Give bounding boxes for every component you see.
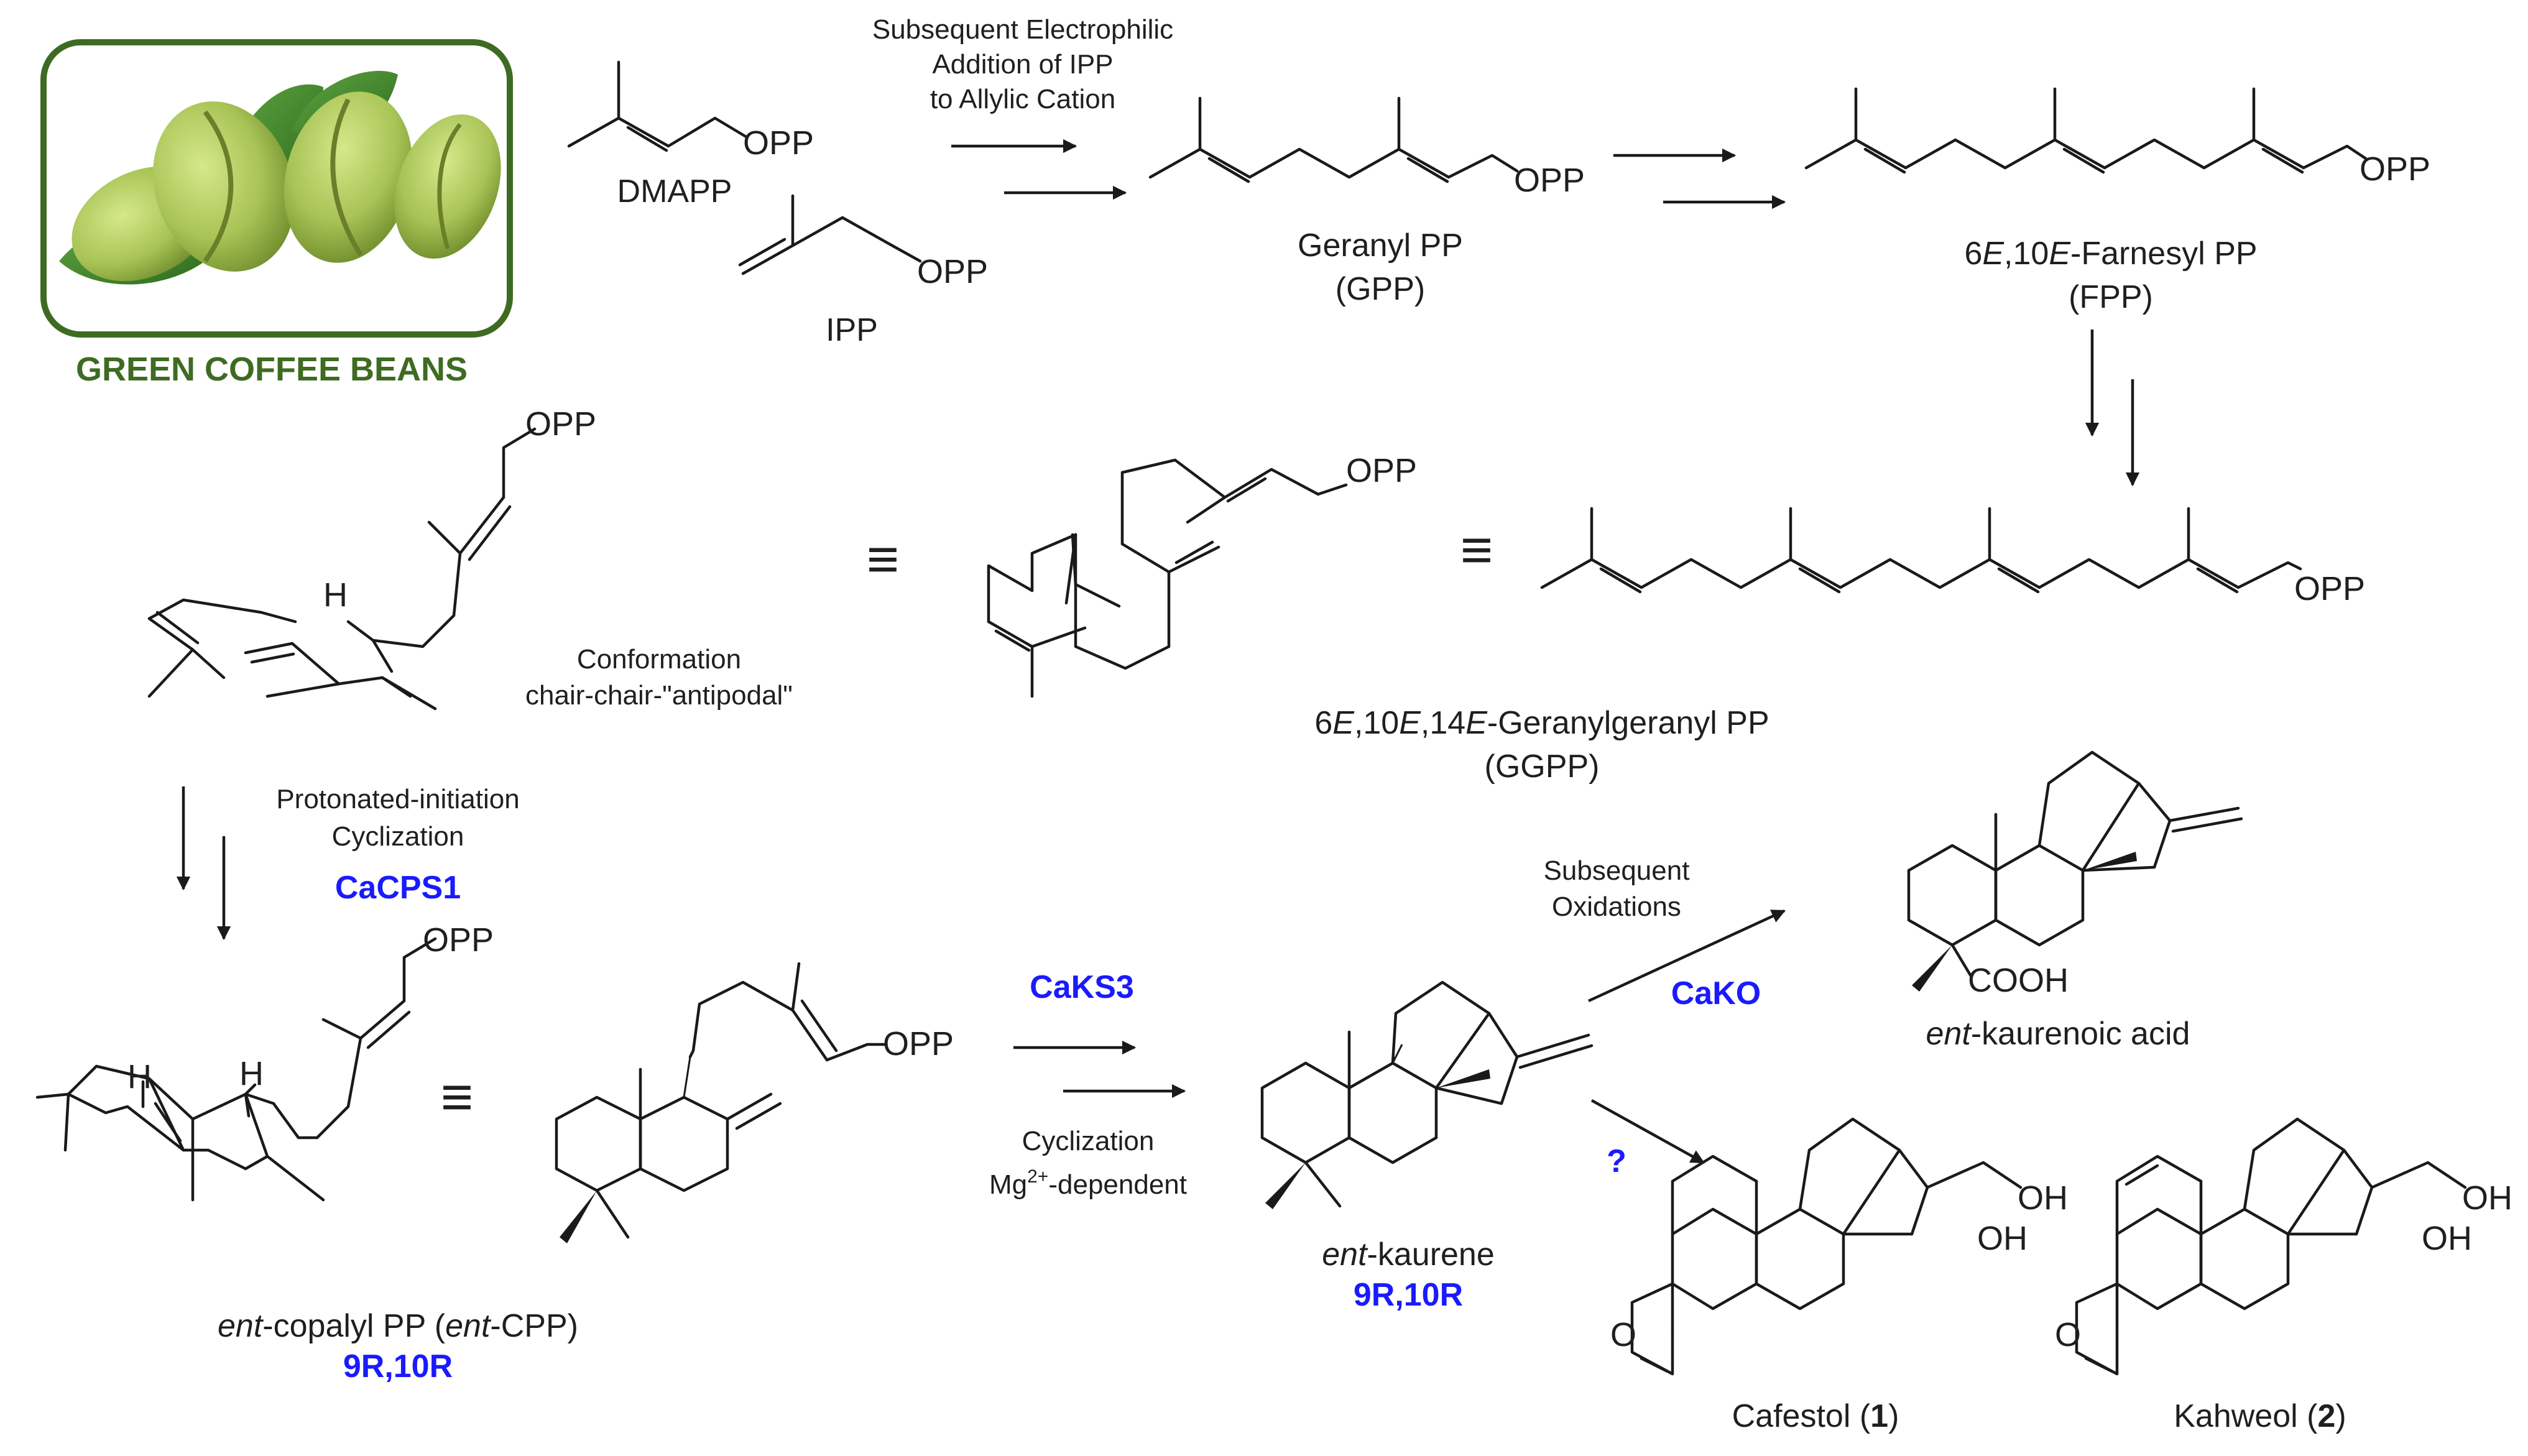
gpp-line2: (GPP) bbox=[1336, 271, 1425, 307]
acid-name: ent-kaurenoic acid bbox=[1926, 1016, 2190, 1052]
cyclization1-line1: Protonated-initiation bbox=[276, 784, 519, 814]
arrow-unknown bbox=[1590, 1099, 1705, 1164]
enzyme-cako: CaKO bbox=[1671, 975, 1761, 1011]
gpp-opp: OPP bbox=[1514, 162, 1585, 199]
cpp-h2: H bbox=[239, 1055, 264, 1092]
cpp-chair-structure bbox=[35, 937, 437, 1202]
cpp-flat-structure bbox=[555, 962, 888, 1243]
ipp-structure bbox=[738, 194, 922, 275]
fpp-structure bbox=[1804, 87, 2368, 174]
cpp-chair-opp: OPP bbox=[423, 921, 494, 959]
kahweol-structure bbox=[2075, 1117, 2467, 1376]
cpp-flat-opp: OPP bbox=[883, 1025, 954, 1062]
ggpp-opp: OPP bbox=[2294, 570, 2365, 607]
kahweol-oh1: OH bbox=[2462, 1179, 2512, 1217]
cafestol-oh2: OH bbox=[1977, 1220, 2027, 1257]
gpp-line1: Geranyl PP bbox=[1298, 228, 1463, 264]
coffee-beans-image bbox=[40, 39, 513, 338]
cafestol-o: O bbox=[1610, 1316, 1636, 1353]
ggpp-name: 6E,10E,14E-Geranylgeranyl PP bbox=[1314, 705, 1769, 741]
kahweol-o: O bbox=[2055, 1316, 2081, 1353]
acid-cooh: COOH bbox=[1968, 962, 2069, 999]
cpp-h1: H bbox=[127, 1058, 152, 1095]
kaurene-name: ent-kaurene bbox=[1322, 1237, 1495, 1273]
step1-line2: Addition of IPP bbox=[932, 49, 1113, 80]
kaurenoic-acid-structure bbox=[1907, 750, 2243, 992]
ggpp-linear-structure bbox=[1540, 507, 2302, 594]
conformation-line1: Conformation bbox=[577, 644, 741, 675]
enzyme-cacps1: CaCPS1 bbox=[335, 870, 461, 906]
fpp-opp: OPP bbox=[2360, 150, 2430, 188]
conformation-opp: OPP bbox=[525, 405, 596, 443]
step1-line1: Subsequent Electrophilic bbox=[872, 14, 1173, 45]
oxidation-line2: Oxidations bbox=[1552, 892, 1681, 922]
cyclization1-line2: Cyclization bbox=[332, 821, 464, 852]
conformation-h: H bbox=[323, 576, 348, 614]
arrow-oxidation bbox=[1588, 909, 1786, 1003]
ipp-opp: OPP bbox=[917, 253, 988, 290]
ggpp-folded-opp: OPP bbox=[1346, 452, 1417, 489]
kahweol-oh2: OH bbox=[2422, 1220, 2472, 1257]
cyclization2-line2: Mg2+-dependent bbox=[989, 1166, 1187, 1200]
fpp-name: 6E,10E-Farnesyl PP bbox=[1964, 236, 2257, 272]
kaurene-stereo: 9R,10R bbox=[1354, 1277, 1463, 1313]
fpp-abbrev: (FPP) bbox=[2069, 279, 2153, 315]
step1-line3: to Allylic Cation bbox=[930, 84, 1115, 114]
dmapp-opp: OPP bbox=[743, 124, 814, 162]
cpp-name: ent-copalyl PP (ent-CPP) bbox=[218, 1308, 578, 1344]
cafestol-oh1: OH bbox=[2018, 1179, 2068, 1217]
ggpp-folded-structure bbox=[987, 458, 1348, 698]
kahweol-name: Kahweol (2) bbox=[2174, 1398, 2346, 1434]
cafestol-name: Cafestol (1) bbox=[1732, 1398, 1899, 1434]
conformation-structure bbox=[147, 427, 537, 711]
cyclization2-line1: Cyclization bbox=[1022, 1126, 1155, 1156]
ipp-label: IPP bbox=[826, 312, 878, 348]
ggpp-abbrev: (GGPP) bbox=[1485, 749, 1600, 785]
cpp-stereo: 9R,10R bbox=[343, 1348, 453, 1385]
gpp-structure bbox=[1148, 96, 1519, 183]
kaurene-structure bbox=[1260, 980, 1594, 1209]
unknown-step-mark: ? bbox=[1607, 1143, 1626, 1179]
cafestol-structure bbox=[1630, 1117, 2023, 1376]
equiv-sign-3: ≡ bbox=[441, 1066, 474, 1128]
dmapp-label: DMAPP bbox=[617, 173, 732, 210]
enzyme-caks3: CaKS3 bbox=[1030, 969, 1134, 1005]
dmapp-structure bbox=[567, 60, 748, 152]
image-caption: GREEN COFFEE BEANS bbox=[76, 351, 468, 388]
conformation-line2: chair-chair-"antipodal" bbox=[525, 680, 793, 711]
equiv-sign-1: ≡ bbox=[867, 528, 900, 591]
oxidation-line1: Subsequent bbox=[1544, 855, 1690, 886]
equiv-sign-2: ≡ bbox=[1460, 519, 1493, 581]
